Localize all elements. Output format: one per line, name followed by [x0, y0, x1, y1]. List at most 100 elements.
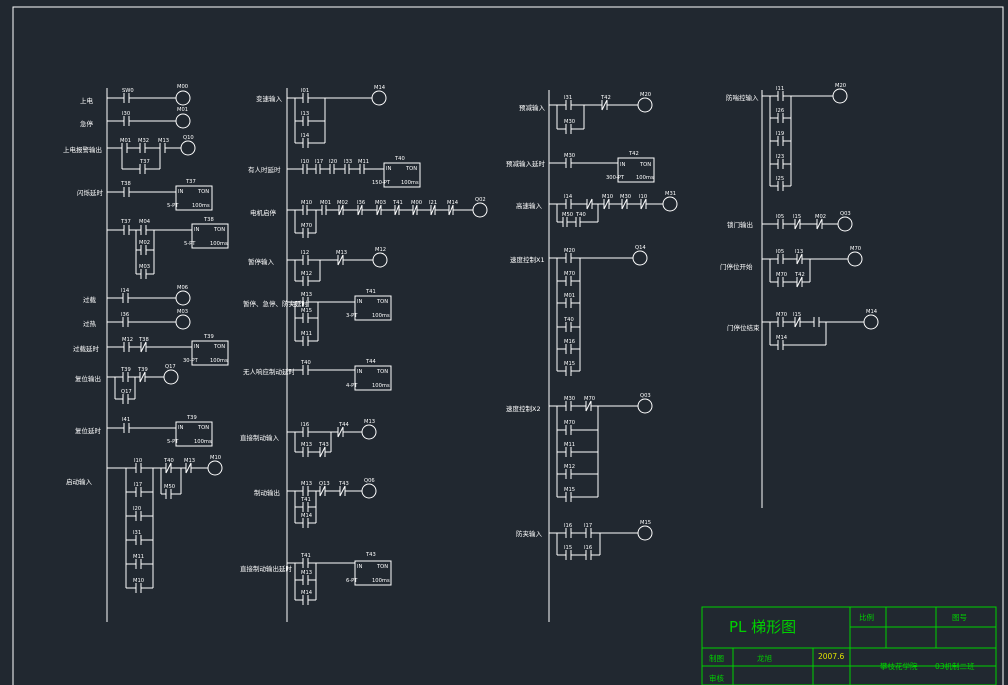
contact-label: T42 [794, 272, 805, 278]
contact-label: T40 [563, 317, 574, 323]
contact-label: T44 [338, 422, 349, 428]
timer-block [354, 295, 392, 321]
rung-label: 预减输入延时 [506, 159, 546, 168]
rung-label: 复位延时 [75, 426, 102, 435]
contact-label: M02 [139, 240, 150, 246]
timer-name: T40 [394, 156, 405, 162]
contact-label: I14 [301, 133, 310, 139]
timer-pt: 5-PT [167, 439, 179, 445]
output-coil [372, 252, 388, 268]
contact-label: M13 [336, 250, 347, 256]
wire-segment [796, 253, 803, 265]
output-coil [837, 216, 853, 232]
contact-label: I15 [793, 214, 801, 220]
wire-segment [796, 276, 803, 288]
coil-label: M20 [640, 92, 651, 98]
rung-label: 门停位开始 [720, 262, 753, 271]
contact-label: M30 [564, 396, 575, 402]
timer-in: IN [386, 166, 392, 172]
contact-label: M13 [301, 442, 312, 448]
contact-label: I12 [301, 250, 309, 256]
rung-label: 暂停输入 [248, 257, 275, 266]
contact-label: T37 [120, 219, 131, 225]
timer-pt: 3-PT [346, 313, 358, 319]
timer-pt: 4-PT [346, 383, 358, 389]
contact-label: I36 [121, 312, 129, 318]
contact-label: M13 [184, 458, 195, 464]
contact-label: I36 [357, 200, 365, 206]
coil-label: M01 [177, 107, 188, 113]
contact-label: T38 [120, 181, 131, 187]
output-coil [175, 290, 191, 306]
timer-ton: TON [376, 299, 388, 305]
output-coil [863, 314, 879, 330]
timer-block [354, 365, 392, 391]
coil-label: M14 [866, 309, 878, 315]
wire-segment [794, 218, 801, 230]
contact-label: Q17 [121, 389, 132, 395]
output-coil [637, 97, 653, 113]
contact-label: M70 [776, 312, 787, 318]
timer-unit: 100ms [192, 203, 210, 209]
rung-label: 复位输出 [75, 374, 101, 383]
coil-label: M20 [835, 83, 846, 89]
wire-segment [412, 204, 418, 216]
coil-label: Q17 [165, 364, 176, 370]
wire-segment [794, 316, 801, 328]
timer-ton: TON [213, 227, 225, 233]
contact-label: M13 [301, 481, 312, 487]
wire-segment [185, 462, 192, 474]
rung-label: 预减输入 [519, 103, 546, 112]
contact-label: M15 [564, 361, 575, 367]
wire-segment [139, 371, 146, 383]
output-coil [637, 525, 653, 541]
contact-label: M12 [564, 464, 575, 470]
timer-name: T39 [203, 334, 214, 340]
timer-ton: TON [197, 189, 209, 195]
contact-label: T43 [338, 481, 349, 487]
wire-segment [337, 426, 344, 438]
rung-label: 上电报警输出 [63, 145, 102, 154]
contact-label: M20 [564, 248, 575, 254]
rung-label: 锁门输出 [727, 220, 753, 229]
contact-label: I30 [122, 111, 130, 117]
wire-segment [603, 198, 610, 210]
contact-label: I21 [429, 200, 437, 206]
timer-unit: 100ms [210, 241, 228, 247]
timer-ton: TON [405, 166, 417, 172]
contact-label: I11 [776, 86, 784, 92]
contact-label: M01 [564, 293, 575, 299]
output-coil [175, 90, 191, 106]
contact-label: M03 [375, 200, 386, 206]
contact-label: I25 [776, 176, 784, 182]
timer-name: T42 [628, 151, 639, 157]
contact-label: M70 [564, 271, 575, 277]
coil-label: M00 [177, 84, 188, 90]
contact-label: M14 [776, 335, 788, 341]
wire-segment [338, 204, 344, 216]
coil-label: M03 [177, 309, 188, 315]
timer-pt: 30-PT [183, 358, 199, 364]
contact-label: T39 [137, 367, 148, 373]
coil-label: Q10 [183, 135, 194, 141]
contact-label: M12 [122, 337, 133, 343]
rung-label: 高速输入 [516, 201, 543, 210]
timer-pt: 6-PT [346, 578, 358, 584]
rung-label: 速度控制X2 [506, 404, 541, 413]
contact-label: I15 [564, 545, 572, 551]
timer-name: T43 [365, 552, 376, 558]
contact-label: M02 [337, 200, 348, 206]
contact-label: I17 [584, 523, 592, 529]
timer-name: T44 [365, 359, 376, 365]
contact-label: M00 [411, 200, 422, 206]
contact-label: M14 [447, 200, 459, 206]
contact-label: SW0 [122, 88, 134, 94]
rung-label: 电机启停 [250, 208, 277, 217]
title-block [701, 606, 997, 685]
timer-pt: 5-PT [167, 203, 179, 209]
contact-label: I05 [776, 249, 784, 255]
timer-unit: 100ms [372, 383, 390, 389]
timer-unit: 100ms [401, 180, 419, 186]
contact-label: I17 [134, 482, 142, 488]
